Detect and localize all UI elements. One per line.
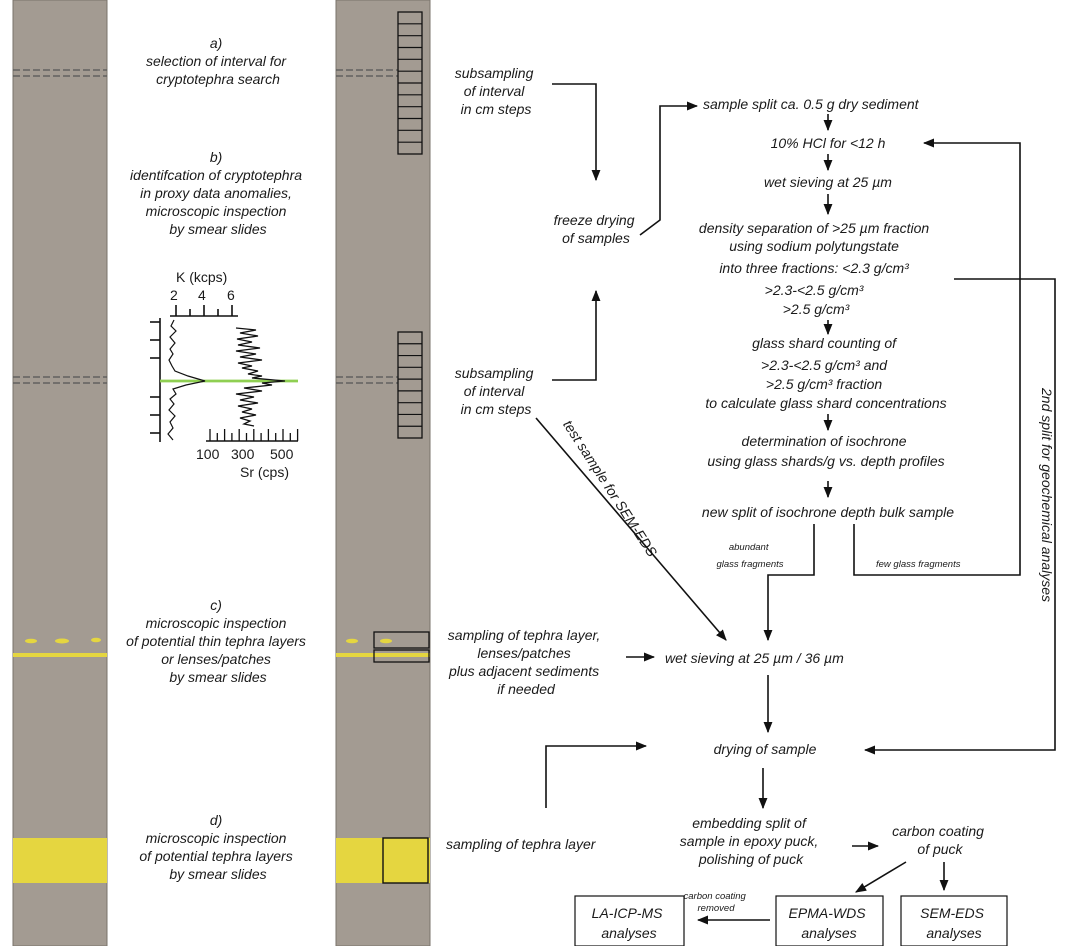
abundant-fragments-label: abundant glass fragments xyxy=(716,542,783,570)
sr-axis-ticks xyxy=(209,429,299,441)
lens-sample-box xyxy=(373,631,430,649)
arrow-test-sample xyxy=(535,417,727,641)
carbon-coating-text: carbon coating of puck xyxy=(892,823,988,857)
glass-shard-counting-text: glass shard counting of >2.3-<2.5 g/cm³ … xyxy=(705,335,946,411)
left-core-lens-2 xyxy=(55,638,69,644)
arrow-tephra-layer-to-drying xyxy=(545,741,648,808)
k-axis-label: K (kcps) xyxy=(176,269,227,285)
hcl-text: 10% HCl for <12 h xyxy=(771,135,886,151)
left-core-tephra-layer xyxy=(13,838,107,883)
tephra-layer-sample-box xyxy=(382,837,429,884)
step-d-text: d) microscopic inspection of potential t… xyxy=(139,812,296,882)
arrow-subsample-to-freeze xyxy=(552,83,601,182)
sr-tick-100: 100 xyxy=(196,446,220,462)
epma-wds-text: EPMA-WDS analyses xyxy=(789,905,870,941)
subsampling-middle-text: subsampling of interval in cm steps xyxy=(455,365,538,417)
density-separation-text: density separation of >25 µm fraction us… xyxy=(699,220,933,317)
sr-tick-300: 300 xyxy=(231,446,255,462)
middle-core-column xyxy=(335,0,431,946)
drying-text: drying of sample xyxy=(714,741,817,757)
sr-curve xyxy=(235,327,286,427)
arrow-coating-to-epma xyxy=(855,861,907,893)
sr-tick-500: 500 xyxy=(270,446,294,462)
thin-layer-sample-box xyxy=(373,649,430,663)
step-c-text: c) microscopic inspection of potential t… xyxy=(126,597,310,685)
arrow-abundant-to-wetsieve xyxy=(763,524,815,642)
sr-axis-label: Sr (cps) xyxy=(240,464,289,480)
subsampling-top-text: subsampling of interval in cm steps xyxy=(455,65,538,117)
k-tick-2: 2 xyxy=(170,287,178,303)
la-icp-ms-box: LA-ICP-MS analyses xyxy=(574,895,685,946)
middle-core xyxy=(335,0,431,946)
epma-wds-frame xyxy=(775,895,884,946)
sampling-ladder-middle xyxy=(397,331,423,439)
left-core-column xyxy=(12,0,108,946)
proxy-plot: K (kcps) 2 4 6 100 300 500 Sr (cps) xyxy=(150,269,299,480)
k-tick-6: 6 xyxy=(227,287,235,303)
arrow-few-back-to-hcl xyxy=(853,138,1021,576)
epma-wds-box: EPMA-WDS analyses xyxy=(775,895,884,946)
new-split-text: new split of isochrone depth bulk sample xyxy=(702,504,954,520)
sampling-ladder-top xyxy=(397,11,423,155)
few-fragments-label: few glass fragments xyxy=(876,559,961,570)
freeze-drying-text: freeze drying of samples xyxy=(554,212,639,246)
step-a-text: a) selection of interval for cryptotephr… xyxy=(146,35,290,87)
test-sample-label: test sample for SEM-EDS xyxy=(560,417,661,560)
second-split-label: 2nd split for geochemical analyses xyxy=(1039,387,1055,602)
sem-eds-text: SEM-EDS analyses xyxy=(920,905,988,941)
left-core xyxy=(12,0,108,946)
arrow-second-split-to-drying xyxy=(863,278,1056,755)
middle-core-lens-1 xyxy=(346,638,358,644)
isochrone-text: determination of isochrone using glass s… xyxy=(707,433,944,469)
coating-removed-label: carbon coating removed xyxy=(684,891,749,914)
wet-sieving-36-text: wet sieving at 25 µm / 36 µm xyxy=(665,650,844,666)
k-tick-4: 4 xyxy=(198,287,206,303)
wet-sieving-25-text: wet sieving at 25 µm xyxy=(764,174,892,190)
sem-eds-frame xyxy=(900,895,1008,946)
middle-core-lens-2 xyxy=(380,638,392,644)
sampling-ladder-middle-frame xyxy=(397,331,423,439)
sem-eds-box: SEM-EDS analyses xyxy=(900,895,1008,946)
tephra-lenses-sampling-text: sampling of tephra layer, lenses/patches… xyxy=(448,627,604,697)
tephra-layer-sampling-text: sampling of tephra layer xyxy=(446,836,597,852)
embedding-text: embedding split of sample in epoxy puck,… xyxy=(680,815,822,867)
k-curve xyxy=(167,319,206,441)
left-core-lens-1 xyxy=(25,638,37,644)
arrow-subsample2-to-freeze xyxy=(552,289,601,381)
left-core-lens-3 xyxy=(91,637,101,643)
sample-split-text: sample split ca. 0.5 g dry sediment xyxy=(703,96,920,112)
la-icp-ms-text: LA-ICP-MS analyses xyxy=(592,905,667,941)
arrow-freeze-to-split xyxy=(639,101,699,236)
step-b-text: b) identifcation of cryptotephra in prox… xyxy=(130,149,306,237)
connectors xyxy=(535,83,1056,925)
la-icp-ms-frame xyxy=(574,895,685,946)
